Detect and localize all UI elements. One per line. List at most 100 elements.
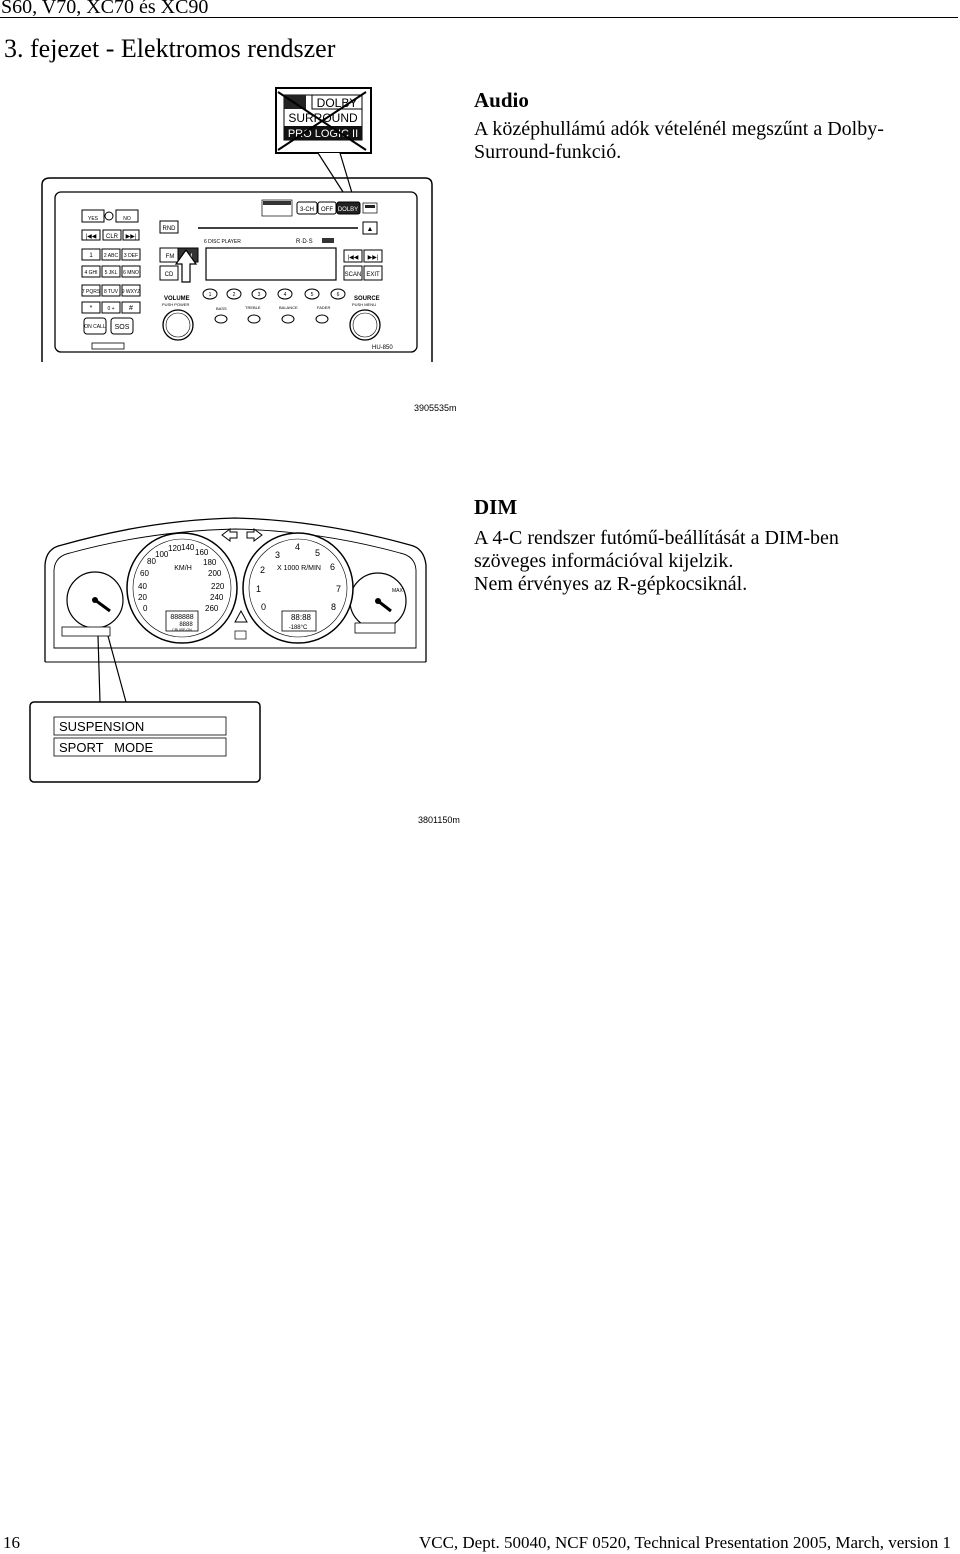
key-4: 4 GHI — [84, 270, 97, 276]
preset-2: 2 — [233, 292, 236, 298]
fm-button: FM — [166, 254, 175, 260]
header-text: S60, V70, XC70 és XC90 — [1, 0, 209, 18]
key-2: 2 ABC — [104, 253, 119, 259]
rds-label: R·D·S — [296, 239, 313, 245]
model-label: HU-850 — [372, 345, 393, 351]
speed-tick-60: 60 — [140, 569, 149, 578]
rpm-tick-2: 2 — [260, 565, 265, 575]
dolby-button: DOLBY — [338, 207, 358, 213]
balance-label: BALANCE — [279, 305, 298, 310]
cd-button: CD — [165, 272, 174, 278]
volume-sub-label: PUSH POWER — [162, 302, 189, 307]
cruise-label: CRUISE-ON — [172, 628, 192, 632]
key-hash: # — [129, 305, 133, 312]
instrument-cluster-figure: MAX KM/H 0 20 40 60 80 100 120 140 160 1… — [29, 517, 427, 783]
volume-label: VOLUME — [164, 296, 190, 302]
scan-button: SCAN — [345, 272, 362, 278]
preset-5: 5 — [311, 292, 314, 298]
preset-6: 6 — [337, 292, 340, 298]
source-label: SOURCE — [354, 296, 380, 302]
speed-tick-120: 120 — [168, 544, 182, 553]
rpm-tick-5: 5 — [315, 548, 320, 558]
disc-player-label: 6 DISC PLAYER — [204, 239, 241, 245]
svg-text:▶▶|: ▶▶| — [368, 255, 379, 261]
dolby-callout: DOLBY SURROUND PRO LOGIC II — [275, 87, 372, 196]
key-3: 3 DEF — [124, 253, 138, 259]
dim-section-title: DIM — [474, 495, 518, 519]
audio-section-body: A középhullámú adók vételénél megszűnt a… — [474, 118, 884, 163]
footer-text: VCC, Dept. 50040, NCF 0520, Technical Pr… — [418, 1533, 951, 1552]
svg-text:|◀◀: |◀◀ — [86, 234, 97, 240]
svg-text:▲: ▲ — [367, 226, 374, 233]
speed-tick-180: 180 — [203, 558, 217, 567]
preset-4: 4 — [284, 292, 287, 298]
key-9: 9 WXYZ — [122, 289, 141, 295]
page-number: 16 — [3, 1533, 20, 1552]
treble-label: TREBLE — [245, 305, 261, 310]
preset-3: 3 — [258, 292, 261, 298]
dim-body-line-2: szöveges információval kijelzik. — [474, 550, 734, 572]
page-header: S60, V70, XC70 és XC90 — [0, 0, 960, 20]
preset-buttons: 1 2 3 4 5 6 — [202, 288, 346, 300]
dim-body-line-3: Nem érvényes az R-gépkocsiknál. — [474, 573, 748, 595]
speedometer: KM/H 0 20 40 60 80 100 120 140 160 180 2… — [126, 532, 238, 644]
sos-button: SOS — [115, 324, 130, 331]
speed-tick-0: 0 — [143, 604, 148, 613]
rpm-tick-8: 8 — [331, 602, 336, 612]
keypad: 1 2 ABC 3 DEF 4 GHI 5 JKL 6 MNO 7 PQRS 8… — [81, 248, 141, 314]
trip-meter: 8888 — [179, 622, 193, 628]
source-sub-label: PUSH MENU — [352, 302, 376, 307]
no-button: NO — [123, 216, 131, 222]
temperature: -188°C — [289, 625, 308, 631]
rpm-tick-6: 6 — [330, 562, 335, 572]
audio-section-title: Audio — [474, 88, 529, 112]
speed-tick-140: 140 — [181, 543, 195, 552]
bass-label: BASS — [216, 306, 227, 311]
svg-text:▶▶|: ▶▶| — [126, 234, 137, 240]
radio-figure-code: 3905535m — [414, 403, 457, 413]
display-line-1: SUSPENSION — [59, 719, 144, 734]
tachometer: X 1000 R/MIN 0 1 2 3 4 5 6 7 8 88:88 -18… — [242, 532, 354, 644]
rpm-tick-0: 0 — [261, 602, 266, 612]
speed-tick-80: 80 — [147, 557, 156, 566]
3ch-button: 3-CH — [300, 207, 314, 213]
radio-head-unit-figure: DOLBY SURROUND PRO LOGIC II YES NO 3-CH … — [41, 87, 433, 362]
speed-tick-260: 260 — [205, 604, 219, 613]
dim-body-line-1: A 4-C rendszer futómű-beállítását a DIM-… — [474, 527, 839, 549]
on-call-button: ON CALL — [84, 324, 106, 330]
rpm-tick-1: 1 — [256, 584, 261, 594]
preset-1: 1 — [209, 292, 212, 298]
header-rule — [0, 17, 958, 18]
speed-tick-220: 220 — [211, 582, 225, 591]
key-5: 5 JKL — [105, 270, 118, 276]
odometer: 888888 — [170, 614, 193, 621]
key-star: * — [90, 305, 93, 312]
key-6: 6 MNO — [123, 270, 139, 276]
exit-button: EXIT — [366, 272, 380, 278]
callout-line-1: DOLBY — [317, 96, 358, 110]
speed-tick-100: 100 — [155, 550, 169, 559]
rnd-button: RND — [163, 226, 177, 232]
rpm-tick-7: 7 — [336, 584, 341, 594]
callout-line-2: SURROUND — [288, 111, 358, 125]
svg-text:|◀◀: |◀◀ — [348, 255, 359, 261]
key-8: 8 TUV — [104, 289, 119, 295]
rpm-unit: X 1000 R/MIN — [277, 565, 321, 572]
speed-tick-200: 200 — [208, 569, 222, 578]
key-1: 1 — [89, 253, 93, 259]
display-line-2: SPORT MODE — [59, 740, 153, 755]
fader-label: FADER — [317, 305, 330, 310]
clr-button: CLR — [106, 234, 119, 240]
clock: 88:88 — [291, 613, 312, 622]
rpm-tick-4: 4 — [295, 542, 300, 552]
max-label: MAX — [392, 588, 404, 594]
cluster-figure-code: 3801150m — [418, 815, 460, 825]
speed-tick-240: 240 — [210, 593, 224, 602]
speed-unit: KM/H — [174, 565, 192, 572]
dim-section-body: A 4-C rendszer futómű-beállítását a DIM-… — [474, 527, 954, 596]
key-7: 7 PQRS — [82, 289, 101, 295]
yes-button: YES — [88, 216, 99, 222]
speed-tick-160: 160 — [195, 548, 209, 557]
rpm-tick-3: 3 — [275, 550, 280, 560]
speed-tick-40: 40 — [138, 582, 147, 591]
